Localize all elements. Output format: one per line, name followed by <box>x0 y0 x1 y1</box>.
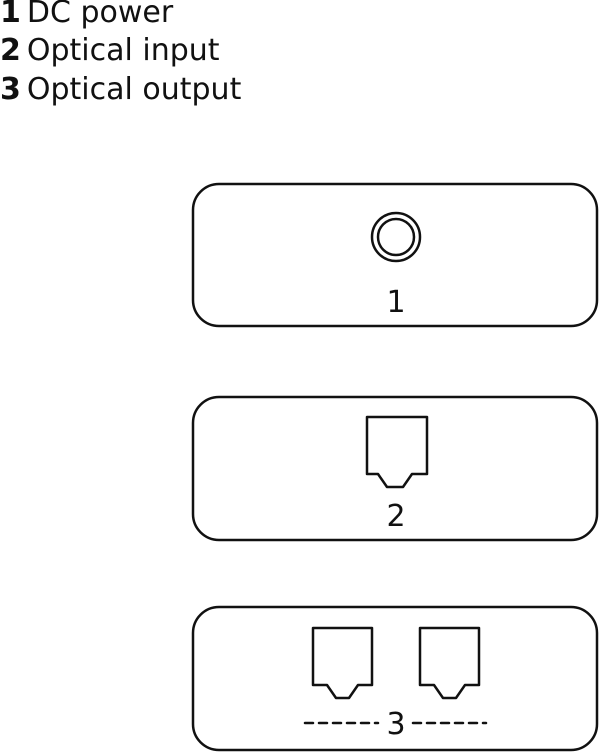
panel-label-1: 1 <box>386 285 405 320</box>
optical-port-icon <box>311 626 374 700</box>
legend-label: DC power <box>26 0 174 30</box>
legend-number: 1 <box>0 0 21 30</box>
panel-label-3: 3 <box>386 707 405 742</box>
panel-1 <box>191 182 599 328</box>
legend-label: Optical input <box>26 33 220 68</box>
optical-port-icon <box>365 415 429 489</box>
panel-3 <box>191 605 599 752</box>
panel-2 <box>191 395 599 542</box>
dc-jack-icon <box>370 211 422 263</box>
legend-label: Optical output <box>26 72 242 107</box>
legend-number: 3 <box>0 72 21 107</box>
optical-port-icon <box>418 626 481 700</box>
legend-number: 2 <box>0 33 21 68</box>
panel-label-2: 2 <box>386 499 405 534</box>
